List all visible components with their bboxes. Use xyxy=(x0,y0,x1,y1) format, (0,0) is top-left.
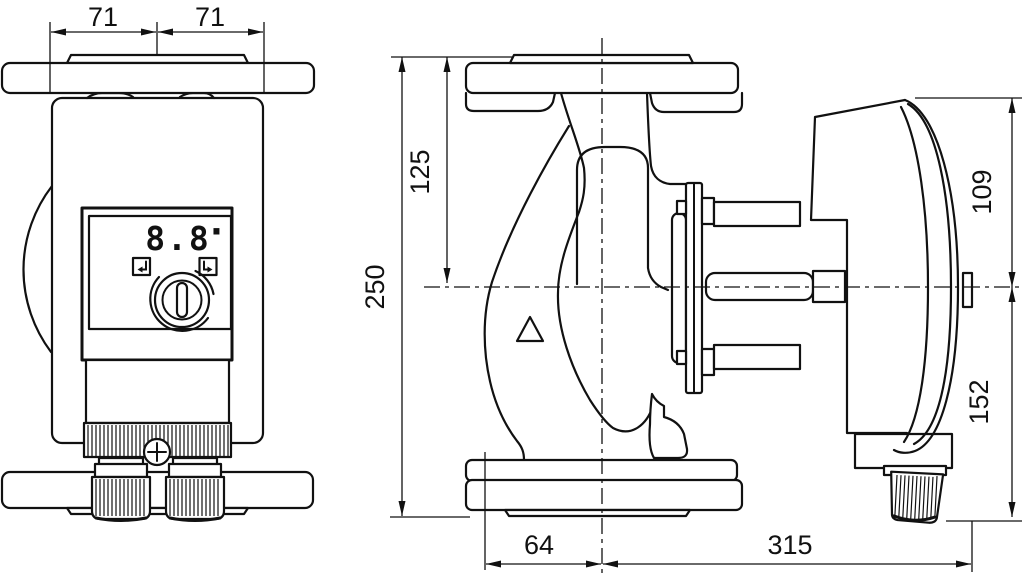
arrowhead xyxy=(486,560,501,568)
gland-collar-wide xyxy=(93,462,149,479)
stud-top xyxy=(712,200,802,228)
return-arrow-left-glyph xyxy=(140,260,147,271)
stud-bottom xyxy=(712,343,802,371)
motor-endcap-outer2 xyxy=(906,102,953,446)
side-view xyxy=(464,53,974,524)
volute-outer-curve xyxy=(483,124,571,462)
top-flange-front xyxy=(0,61,316,95)
arrowhead xyxy=(1008,502,1016,517)
cable-gland-right xyxy=(164,456,226,522)
bottom-flange-front xyxy=(0,470,315,510)
dim-label-152: 152 xyxy=(964,379,994,424)
housing-foot-right xyxy=(648,392,689,460)
volute-inner-curve xyxy=(556,91,655,433)
front-view: 8.8 · xyxy=(0,53,316,522)
dim-label-125: 125 xyxy=(405,149,435,194)
seven-segment-display: 8.8 xyxy=(145,219,211,258)
knob-inner-ring xyxy=(161,279,203,321)
flow-direction-triangle xyxy=(515,315,545,343)
arrowhead xyxy=(1008,287,1016,302)
arrowhead xyxy=(158,28,173,36)
gland-cup xyxy=(164,475,226,521)
display-dot: · xyxy=(210,212,223,252)
bottom-flange-side-lower xyxy=(464,478,744,512)
arrowhead xyxy=(1008,272,1016,287)
dim-label-109: 109 xyxy=(967,169,997,214)
gland-cup xyxy=(90,475,152,521)
arrowhead xyxy=(248,28,263,36)
cable-gland-side xyxy=(890,470,945,524)
gland-bottom xyxy=(892,514,937,522)
motor-endcap-outer xyxy=(892,98,960,454)
arrowhead xyxy=(586,560,601,568)
volute-bulge-arc xyxy=(22,184,54,354)
dim-label-250: 250 xyxy=(360,264,390,309)
arrowhead xyxy=(1008,98,1016,113)
return-arrow-left-icon[interactable] xyxy=(131,256,152,277)
arrowhead xyxy=(141,28,156,36)
motor-mount-dome xyxy=(575,145,670,292)
motor-front-outline xyxy=(809,98,909,435)
motor-endcap-seam xyxy=(899,105,930,444)
dimensions: 71 71 250 125 109 152 64 315 xyxy=(49,2,1022,572)
gland-bottom xyxy=(168,516,222,522)
dim-label-71-right: 71 xyxy=(195,2,225,32)
bottom-flange-plate-side xyxy=(503,508,692,518)
stud-nut-bottom xyxy=(700,347,716,377)
terminal-box-front xyxy=(84,358,231,425)
gland-ribs xyxy=(169,479,219,516)
stud-tip-bottom xyxy=(675,349,688,366)
return-arrow-right-tip xyxy=(207,266,213,273)
flange-slot xyxy=(670,211,688,365)
centerlines xyxy=(424,38,1020,575)
return-arrow-left-tip xyxy=(137,266,143,273)
arrowhead xyxy=(398,57,406,72)
arrowhead xyxy=(603,560,618,568)
arrowhead xyxy=(956,560,971,568)
gland-ribs xyxy=(95,479,145,516)
gland-collar-wide xyxy=(167,462,223,479)
stud-tip-top xyxy=(675,199,688,216)
dim-label-71-left: 71 xyxy=(88,2,118,32)
dimension-lines xyxy=(51,31,1013,565)
phillips-screw-cross xyxy=(147,442,167,462)
return-arrow-right-icon[interactable] xyxy=(198,256,218,277)
gland-bottom xyxy=(94,516,148,522)
return-arrow-right-glyph xyxy=(203,260,210,271)
arrowhead xyxy=(443,57,451,72)
dim-label-315: 315 xyxy=(767,530,812,560)
knob-pointer xyxy=(175,281,189,319)
terminal-box-side xyxy=(853,432,954,470)
neck-right-line xyxy=(645,91,688,186)
dim-label-64: 64 xyxy=(524,530,554,560)
motor-end-tab xyxy=(961,271,974,309)
top-flange-plate-front xyxy=(65,53,250,65)
gland-ribs xyxy=(894,474,938,520)
top-flange-lower-bar xyxy=(464,91,744,114)
arrowhead xyxy=(443,268,451,283)
cable-gland-left xyxy=(90,456,152,522)
arrowhead xyxy=(51,28,66,36)
stud-nut-top xyxy=(700,196,716,226)
knob-outer-arcs xyxy=(149,269,215,332)
extension-lines xyxy=(49,22,1022,572)
arrowhead xyxy=(398,501,406,516)
